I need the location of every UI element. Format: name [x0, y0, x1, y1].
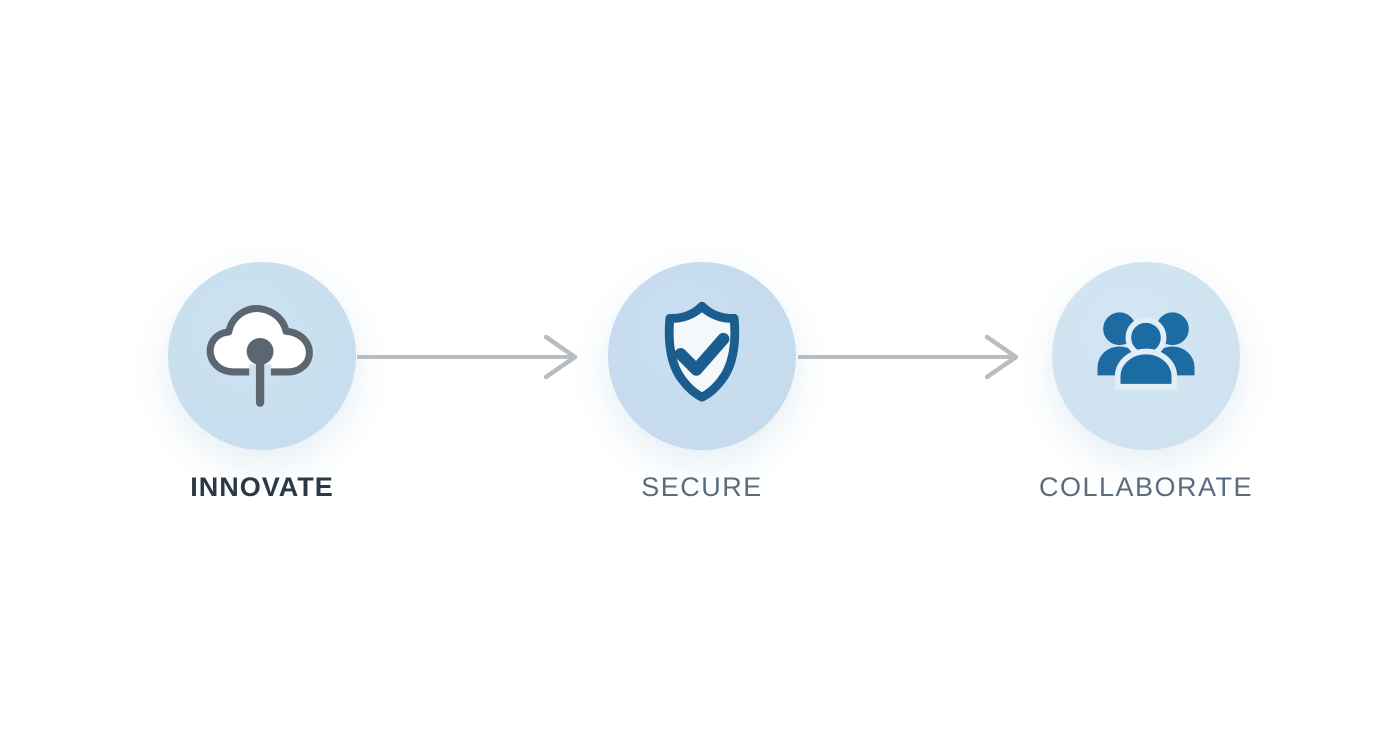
arrow-right-icon	[357, 333, 582, 386]
step-label: COLLABORATE	[1038, 472, 1254, 502]
shield-check-icon	[639, 291, 765, 422]
step-innovate: INNOVATE	[168, 262, 356, 502]
arrow-right-icon	[798, 333, 1023, 386]
step-label: INNOVATE	[190, 472, 334, 502]
step-circle	[608, 262, 796, 450]
step-label: SECURE	[641, 472, 763, 502]
cloud-pin-icon	[198, 290, 326, 423]
step-circle	[1052, 262, 1240, 450]
step-circle	[168, 262, 356, 450]
step-collaborate: COLLABORATE	[1039, 262, 1252, 502]
people-group-icon	[1083, 291, 1209, 422]
step-secure: SECURE	[608, 262, 796, 502]
